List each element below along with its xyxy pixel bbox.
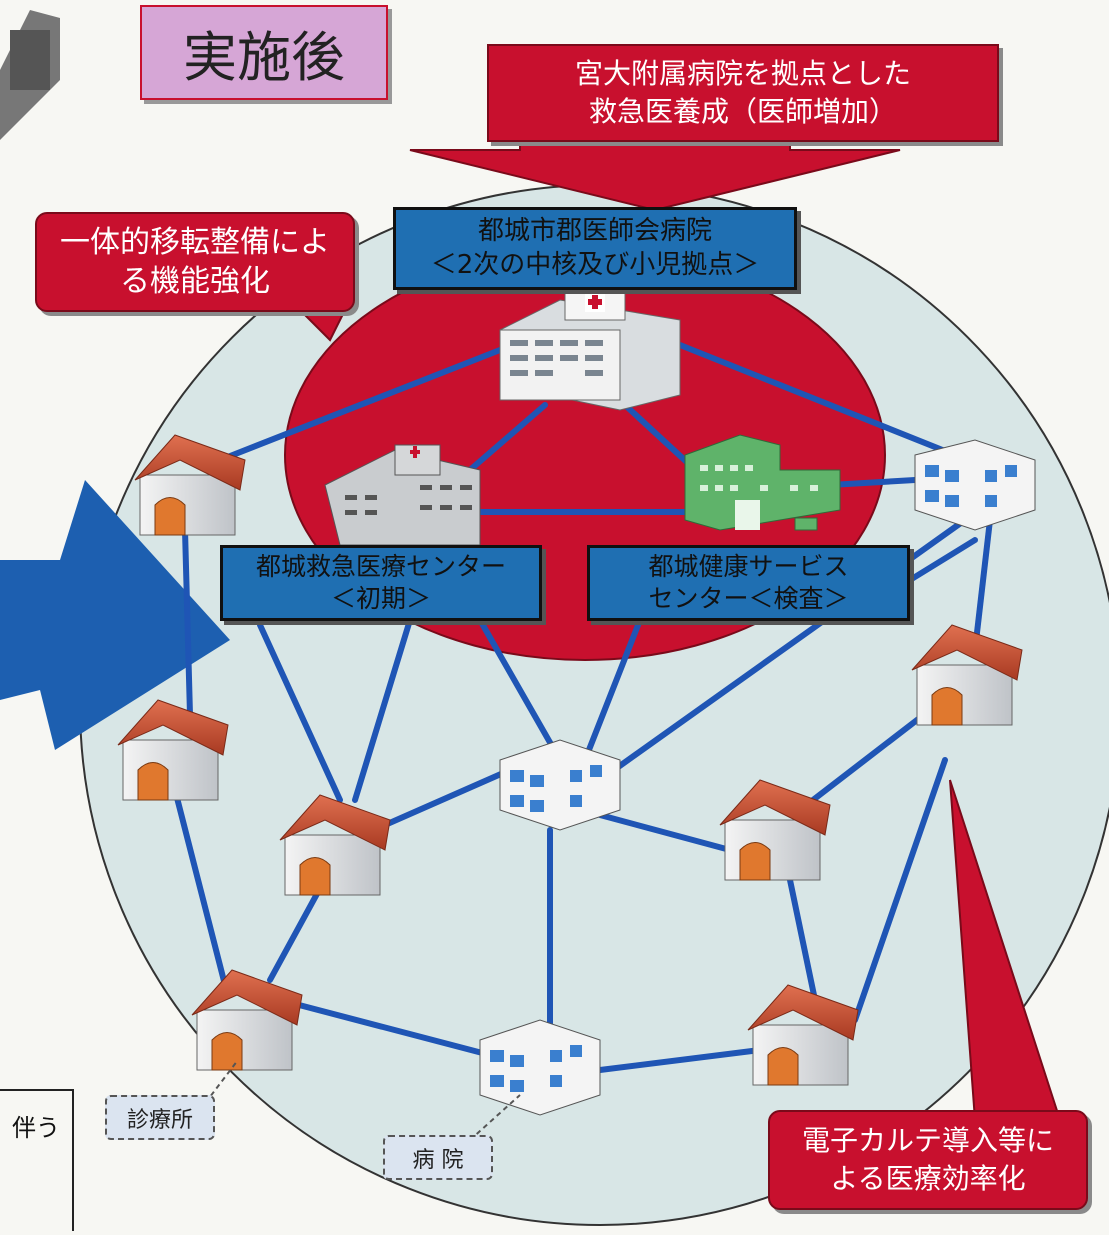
- hospital-building-icon: [479, 1019, 601, 1116]
- network-lines: [172, 342, 993, 1073]
- cropped-edge-text: 伴う: [12, 1113, 60, 1142]
- partial-box-border: [0, 1089, 74, 1231]
- left-callout: 一体的移転整備によ る機能強化: [35, 212, 355, 312]
- legend-leader-hospital: [469, 1094, 521, 1141]
- health-center-building-icon: [684, 434, 841, 531]
- bottom-callout: 電子カルテ導入等に よる医療効率化: [768, 1110, 1088, 1210]
- hospital-building-icon: [499, 739, 621, 831]
- emergency-center-label: 都城救急医療センター ＜初期＞: [220, 545, 542, 621]
- top-callout: 宮大附属病院を拠点とした 救急医養成（医師増加）: [487, 44, 999, 142]
- hospital-building-icon: [914, 439, 1036, 531]
- clinic-house-icon: [719, 779, 831, 881]
- legend-clinic-label: 診療所: [105, 1095, 215, 1140]
- clinic-house-icon: [117, 699, 229, 801]
- emergency-center-building-icon: [324, 444, 481, 546]
- legend-hospital-label: 病 院: [383, 1135, 493, 1180]
- health-center-label: 都城健康サービス センター＜検査＞: [587, 545, 910, 621]
- clinic-house-icon: [134, 434, 246, 536]
- clinic-house-icon: [191, 969, 303, 1071]
- clinic-house-icon: [911, 624, 1023, 726]
- left-arrow-icon: [0, 480, 230, 750]
- hub-hospital-icon: [499, 284, 681, 411]
- page-title: 実施後: [140, 5, 388, 100]
- hub-hospital-label: 都城市郡医師会病院 ＜2次の中核及び小児拠点＞: [393, 207, 797, 290]
- clinic-house-icon: [747, 984, 859, 1086]
- clinic-house-icon: [279, 794, 391, 896]
- building-partial-icon: [0, 10, 60, 140]
